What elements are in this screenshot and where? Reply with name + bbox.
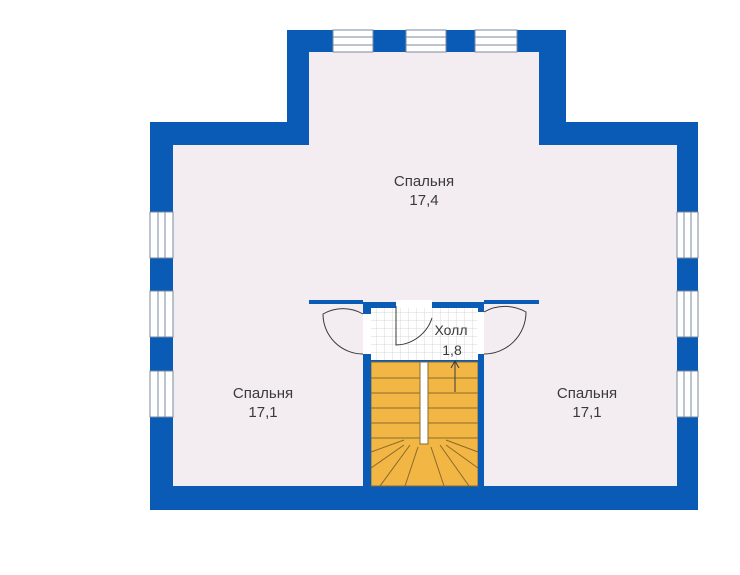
hall-area: 1,8 bbox=[442, 342, 462, 358]
door-left-bedroom bbox=[361, 314, 371, 354]
room-labels: Спальня 17,4 Спальня 17,1 Спальня 17,1 Х… bbox=[233, 173, 617, 421]
bedroom-right-area: 17,1 bbox=[572, 404, 601, 421]
windows bbox=[149, 29, 699, 418]
window-left-1 bbox=[149, 211, 174, 259]
window-right-1 bbox=[676, 211, 699, 259]
bedroom-top-area: 17,4 bbox=[409, 192, 438, 209]
door-top-bedroom bbox=[396, 300, 432, 308]
bedroom-right-name: Спальня bbox=[557, 385, 617, 402]
window-top-1 bbox=[332, 29, 374, 53]
bedroom-left-area: 17,1 bbox=[248, 404, 277, 421]
staircase bbox=[370, 359, 479, 487]
bedroom-left-name: Спальня bbox=[233, 385, 293, 402]
window-left-3 bbox=[149, 370, 174, 418]
hall-name: Холл bbox=[435, 322, 468, 338]
hall-floor bbox=[371, 308, 478, 360]
window-right-3 bbox=[676, 370, 699, 418]
window-right-2 bbox=[676, 290, 699, 338]
bedroom-top-name: Спальня bbox=[394, 173, 454, 190]
door-right-bedroom bbox=[477, 312, 486, 354]
doors bbox=[322, 300, 527, 355]
window-top-2 bbox=[405, 29, 447, 53]
window-left-2 bbox=[149, 290, 174, 338]
window-top-3 bbox=[474, 29, 518, 53]
